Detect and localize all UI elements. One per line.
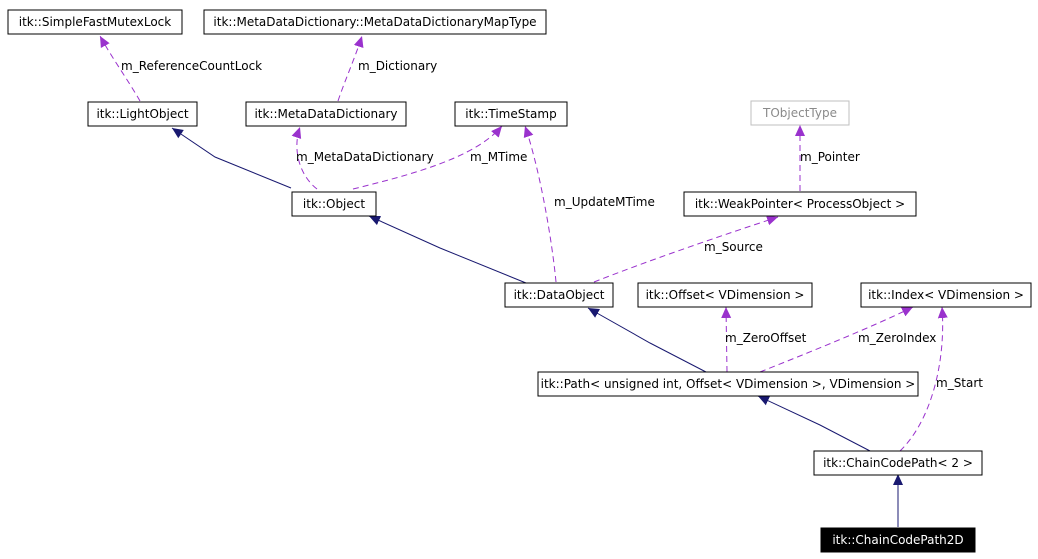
- node-simple-fast-mutex-lock[interactable]: itk::SimpleFastMutexLock: [7, 9, 183, 35]
- edge-zero-offset: [721, 306, 732, 373]
- node-metadata-dictionary-label: itk::MetaDataDictionary: [254, 107, 397, 121]
- edge-object-inherits-lightobject: [171, 127, 292, 189]
- node-light-object[interactable]: itk::LightObject: [87, 101, 198, 127]
- edge-metadata-dictionary: [291, 126, 318, 190]
- edge-path-inherits-dataobject: [587, 307, 707, 373]
- edge-label-start: m_Start: [936, 376, 983, 390]
- node-data-object[interactable]: itk::DataObject: [504, 282, 614, 308]
- node-chain-code-path-2d[interactable]: itk::ChainCodePath2D: [820, 527, 976, 553]
- node-path[interactable]: itk::Path< unsigned int, Offset< VDimens…: [537, 371, 919, 397]
- edge-update-mtime: [523, 125, 557, 283]
- edge-label-source: m_Source: [704, 240, 763, 254]
- node-tobject-type[interactable]: TObjectType: [750, 100, 850, 126]
- edge-dataobject-inherits-object: [368, 215, 527, 284]
- node-tobject-type-label: TObjectType: [762, 106, 837, 120]
- node-weak-pointer[interactable]: itk::WeakPointer< ProcessObject >: [683, 191, 917, 217]
- node-index[interactable]: itk::Index< VDimension >: [860, 282, 1032, 308]
- node-offset[interactable]: itk::Offset< VDimension >: [637, 282, 813, 308]
- edge-label-dictionary: m_Dictionary: [358, 59, 437, 73]
- node-metadata-dictionary-map-type[interactable]: itk::MetaDataDictionary::MetaDataDiction…: [203, 9, 547, 35]
- node-simple-fast-mutex-lock-label: itk::SimpleFastMutexLock: [19, 15, 172, 29]
- edge-source: [593, 215, 779, 283]
- edge-mtime: [352, 125, 503, 190]
- node-chain-code-path[interactable]: itk::ChainCodePath< 2 >: [813, 450, 983, 476]
- node-data-object-label: itk::DataObject: [514, 288, 605, 302]
- node-light-object-label: itk::LightObject: [96, 107, 188, 121]
- node-chain-code-path-label: itk::ChainCodePath< 2 >: [823, 456, 973, 470]
- node-index-label: itk::Index< VDimension >: [868, 288, 1024, 302]
- edge-label-mtime: m_MTime: [470, 150, 527, 164]
- node-path-label: itk::Path< unsigned int, Offset< VDimens…: [541, 377, 916, 391]
- edge-dictionary: [337, 35, 364, 102]
- edge-zero-index: [759, 306, 914, 373]
- node-metadata-dictionary[interactable]: itk::MetaDataDictionary: [245, 101, 407, 127]
- node-offset-label: itk::Offset< VDimension >: [646, 288, 805, 302]
- edge-label-metadata-dictionary: m_MetaDataDictionary: [296, 150, 434, 164]
- edge-label-zero-offset: m_ZeroOffset: [725, 331, 807, 345]
- edge-label-zero-index: m_ZeroIndex: [858, 331, 936, 345]
- node-time-stamp-label: itk::TimeStamp: [465, 107, 556, 121]
- node-weak-pointer-label: itk::WeakPointer< ProcessObject >: [695, 197, 905, 211]
- node-object[interactable]: itk::Object: [291, 191, 377, 217]
- node-chain-code-path-2d-label: itk::ChainCodePath2D: [832, 533, 963, 547]
- node-time-stamp[interactable]: itk::TimeStamp: [454, 101, 568, 127]
- edge-label-reference-count-lock: m_ReferenceCountLock: [121, 59, 262, 73]
- edge-label-update-mtime: m_UpdateMTime: [554, 195, 655, 209]
- node-metadata-dictionary-map-type-label: itk::MetaDataDictionary::MetaDataDiction…: [213, 15, 536, 29]
- node-object-label: itk::Object: [303, 197, 365, 211]
- edge-chaincodepath-inherits-path: [757, 395, 873, 453]
- edge-start: [899, 306, 948, 452]
- edge-label-pointer: m_Pointer: [800, 150, 860, 164]
